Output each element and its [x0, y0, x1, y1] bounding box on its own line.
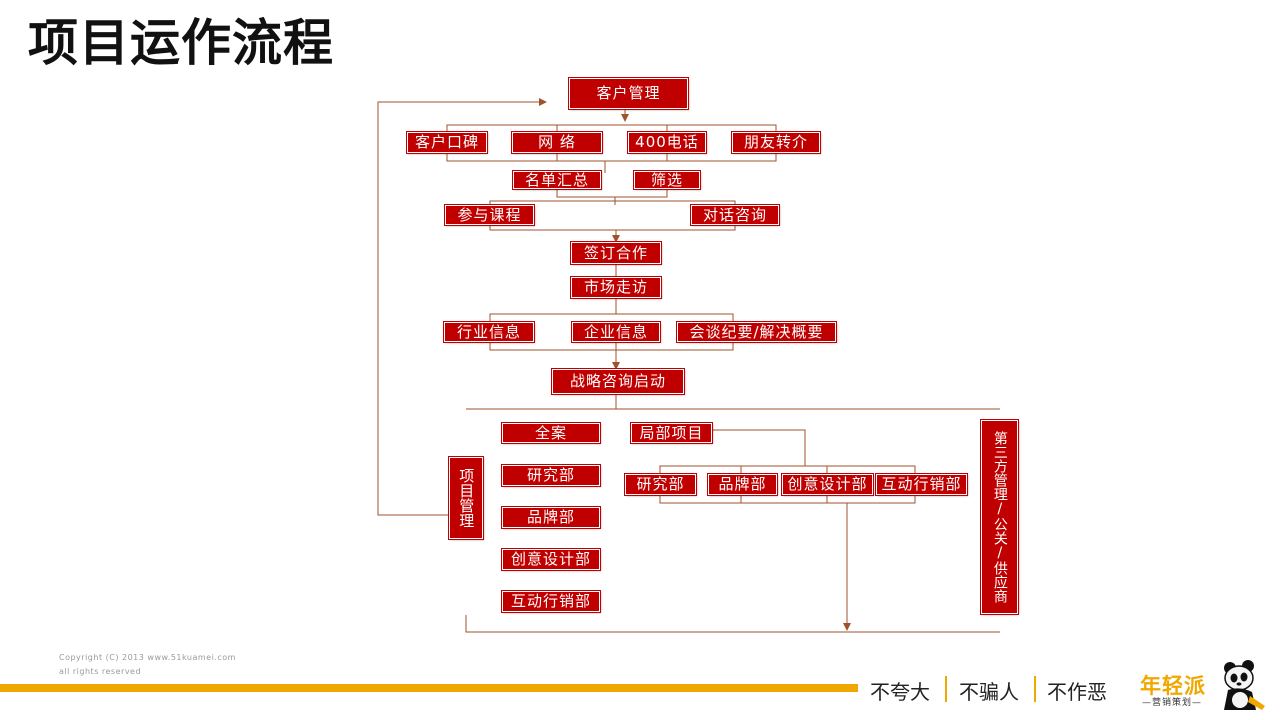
full-case-brand-box: 品牌部: [501, 506, 601, 529]
slogan-divider: [945, 676, 947, 702]
full-case-interactive-marketing-box: 互动行销部: [501, 590, 601, 613]
partial-interactive-marketing-box: 互动行销部: [875, 473, 968, 496]
channel-network-box: 网 络: [511, 131, 603, 154]
project-management-box: 项目管理: [448, 456, 484, 540]
partial-brand-box: 品牌部: [707, 473, 778, 496]
channel-referral-box: 朋友转介: [731, 131, 821, 154]
panda-icon: [1224, 660, 1265, 710]
partial-research-box: 研究部: [624, 473, 697, 496]
full-case-research-box: 研究部: [501, 464, 601, 487]
full-case-box: 全案: [501, 422, 601, 444]
copyright-line-2: all rights reserved: [59, 667, 142, 676]
brand-logo: 年轻派: [1140, 674, 1206, 698]
accent-bar: [0, 684, 858, 692]
slogan-2: 不骗人: [959, 680, 1019, 704]
slogan-1: 不夸大: [870, 680, 930, 704]
page-title: 项目运作流程: [28, 14, 334, 72]
attend-course-box: 参与课程: [444, 204, 535, 226]
dialogue-consulting-box: 对话咨询: [690, 204, 780, 226]
channel-word-of-mouth-box: 客户口碑: [406, 131, 488, 154]
partial-creative-design-box: 创意设计部: [781, 473, 874, 496]
industry-info-box: 行业信息: [443, 321, 535, 343]
copyright-line-1: Copyright (C) 2013 www.51kuamei.com: [59, 653, 236, 662]
full-case-creative-design-box: 创意设计部: [501, 548, 601, 571]
customer-management-box: 客户管理: [568, 77, 689, 110]
brand-logo-subtitle: —营销策划—: [1142, 698, 1203, 708]
market-visit-box: 市场走访: [570, 276, 662, 299]
meeting-minutes-box: 会谈纪要/解决概要: [676, 321, 837, 343]
list-summary-box: 名单汇总: [512, 170, 602, 190]
feedback-loop-arrow: [377, 98, 547, 516]
slogan-divider: [1034, 676, 1036, 702]
slogan-3: 不作恶: [1047, 680, 1107, 704]
enterprise-info-box: 企业信息: [571, 321, 661, 343]
sign-cooperation-box: 签订合作: [570, 241, 662, 265]
third-party-box: 第三方管理/公关/供应商: [980, 419, 1019, 615]
screening-box: 筛选: [633, 170, 701, 190]
partial-project-box: 局部项目: [630, 422, 713, 444]
strategy-kickoff-box: 战略咨询启动: [551, 368, 685, 395]
channel-hotline-box: 400电话: [627, 131, 707, 154]
